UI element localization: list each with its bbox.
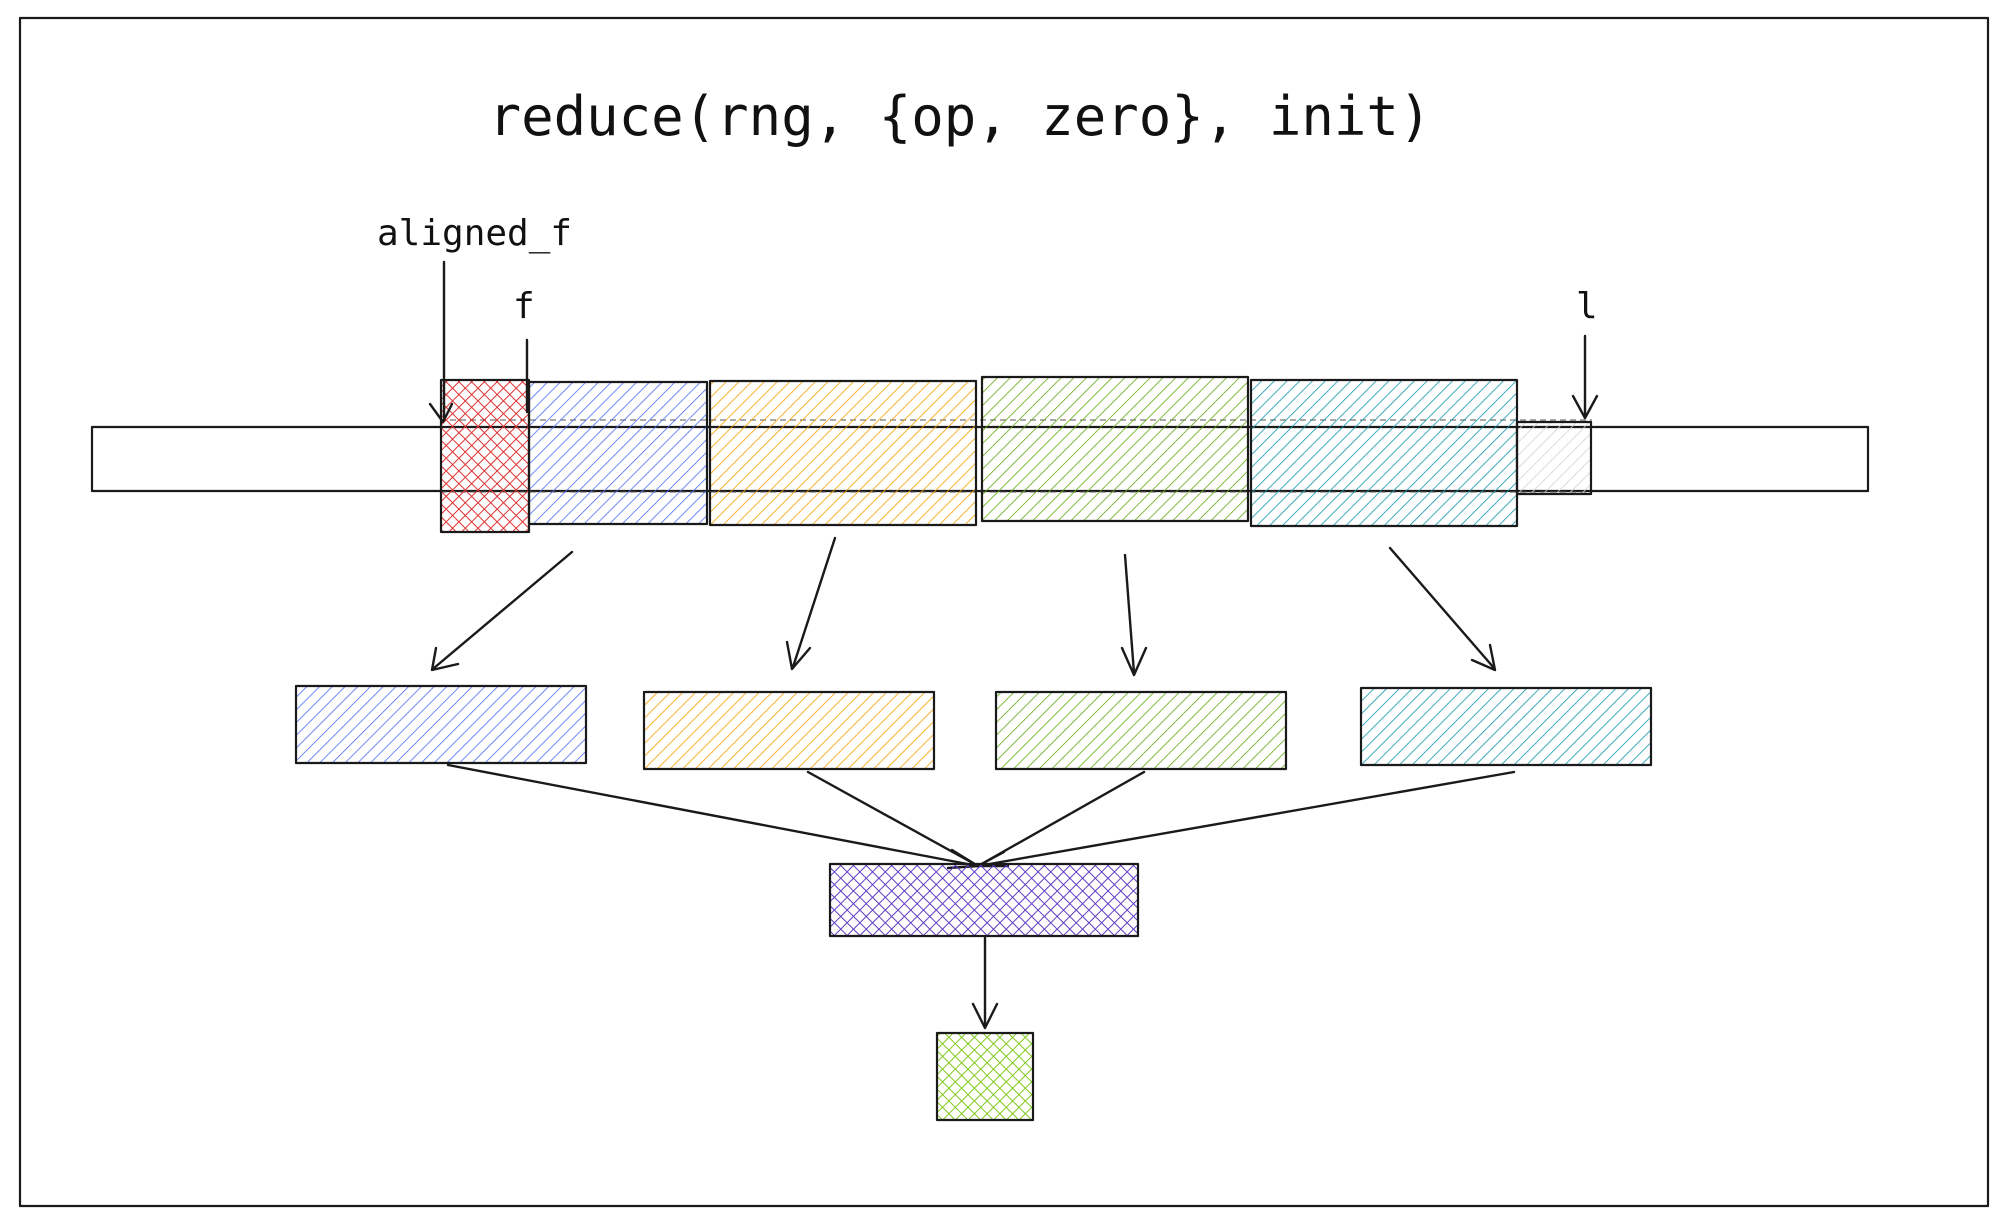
input-range-bar (90, 425, 1870, 493)
arrow-to-partial-orange (785, 536, 837, 671)
chunk-blue (527, 380, 709, 526)
partial-result-orange (642, 690, 936, 771)
arrow-to-final (971, 936, 999, 1030)
aligned-f-arrow (428, 260, 454, 424)
partial-result-blue (294, 684, 588, 765)
partial-result-green (994, 690, 1288, 771)
l-label: l (1576, 286, 1598, 327)
chunk-orange (708, 379, 978, 527)
combine-arrows (446, 763, 1516, 870)
partial-result-cyan (1359, 686, 1653, 767)
l-arrow (1571, 334, 1599, 420)
unaligned-head-block (439, 378, 531, 534)
combined-result (828, 862, 1140, 938)
chunk-cyan (1249, 378, 1519, 528)
tail-block (1515, 420, 1593, 496)
frame (18, 16, 1990, 1208)
aligned-f-label: aligned_f (377, 213, 572, 254)
final-result (935, 1031, 1035, 1122)
diagram-title: reduce(rng, {op, zero}, init) (489, 85, 1432, 148)
arrow-to-partial-cyan (1388, 546, 1497, 672)
arrow-to-partial-blue (430, 550, 574, 672)
chunk-green (980, 375, 1250, 523)
f-label: f (513, 286, 535, 327)
arrow-to-partial-green (1120, 553, 1148, 677)
